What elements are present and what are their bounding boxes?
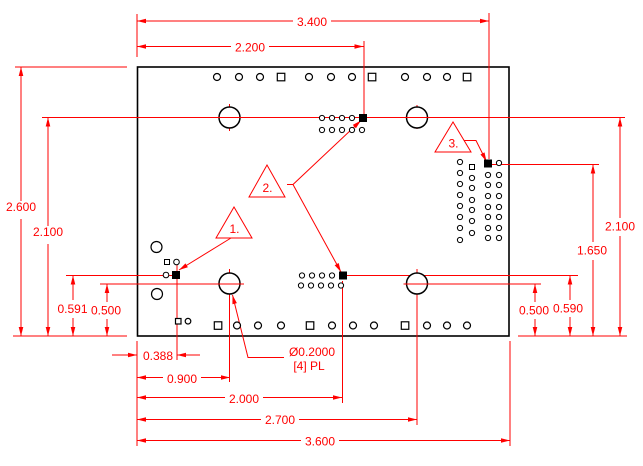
dim-label-left-full: 2.600 (6, 200, 36, 214)
flag-2-label: 2. (262, 181, 272, 195)
flag-1-triangle (215, 206, 253, 239)
mounting-holes (216, 106, 431, 295)
dim-label-left-upper: 2.100 (33, 225, 63, 239)
board-outline (136, 66, 510, 337)
flag-3-label: 3. (448, 137, 458, 151)
dim-label-left-hole-row: 0.500 (91, 304, 121, 318)
hole (150, 240, 163, 254)
dim-label-bottom-hole1: 0.900 (167, 372, 197, 386)
dim-label-right-pad-col: 1.650 (577, 244, 607, 258)
flag-notes: 1. 2. 3. (215, 121, 472, 239)
hole (150, 287, 164, 301)
connector-cluster-d (456, 158, 503, 244)
connector-cluster-a (318, 114, 367, 134)
dim-label-top-inner: 2.200 (235, 41, 265, 55)
top-pad-row (212, 72, 472, 82)
dim-label-top-full: 3.400 (297, 15, 327, 29)
connector-cluster-c (297, 271, 347, 289)
dim-label-right-upper: 2.100 (605, 220, 635, 234)
datum-pad (359, 114, 367, 122)
flag-1-label: 1. (229, 222, 239, 236)
connector-cluster-b (162, 258, 180, 279)
datum-pad (484, 159, 492, 168)
dim-label-right-hole-row: 0.500 (519, 304, 549, 318)
dimension-labels: 3.400 2.200 2.600 2.100 0.591 0.500 0.38… (6, 15, 635, 449)
flag-2-triangle (248, 163, 286, 198)
dim-label-bottom-hole2: 2.700 (265, 413, 295, 427)
dim-label-right-pad-row: 0.590 (553, 302, 583, 316)
dim-label-left-pad-row: 0.591 (57, 302, 87, 316)
hole-callout-diameter: Ø0.2000 (289, 345, 335, 359)
datum-pad (172, 271, 180, 279)
hole-callout-places: [4] PL (293, 359, 325, 373)
datum-pad (339, 271, 347, 280)
free-holes (150, 240, 164, 301)
flag-3-triangle (434, 121, 472, 153)
dim-label-bottom-pad2: 2.000 (229, 392, 259, 406)
dim-label-bottom-pad1: 0.388 (143, 349, 173, 363)
dim-label-bottom-full: 3.600 (305, 435, 335, 449)
bottom-pad-row (174, 317, 472, 330)
